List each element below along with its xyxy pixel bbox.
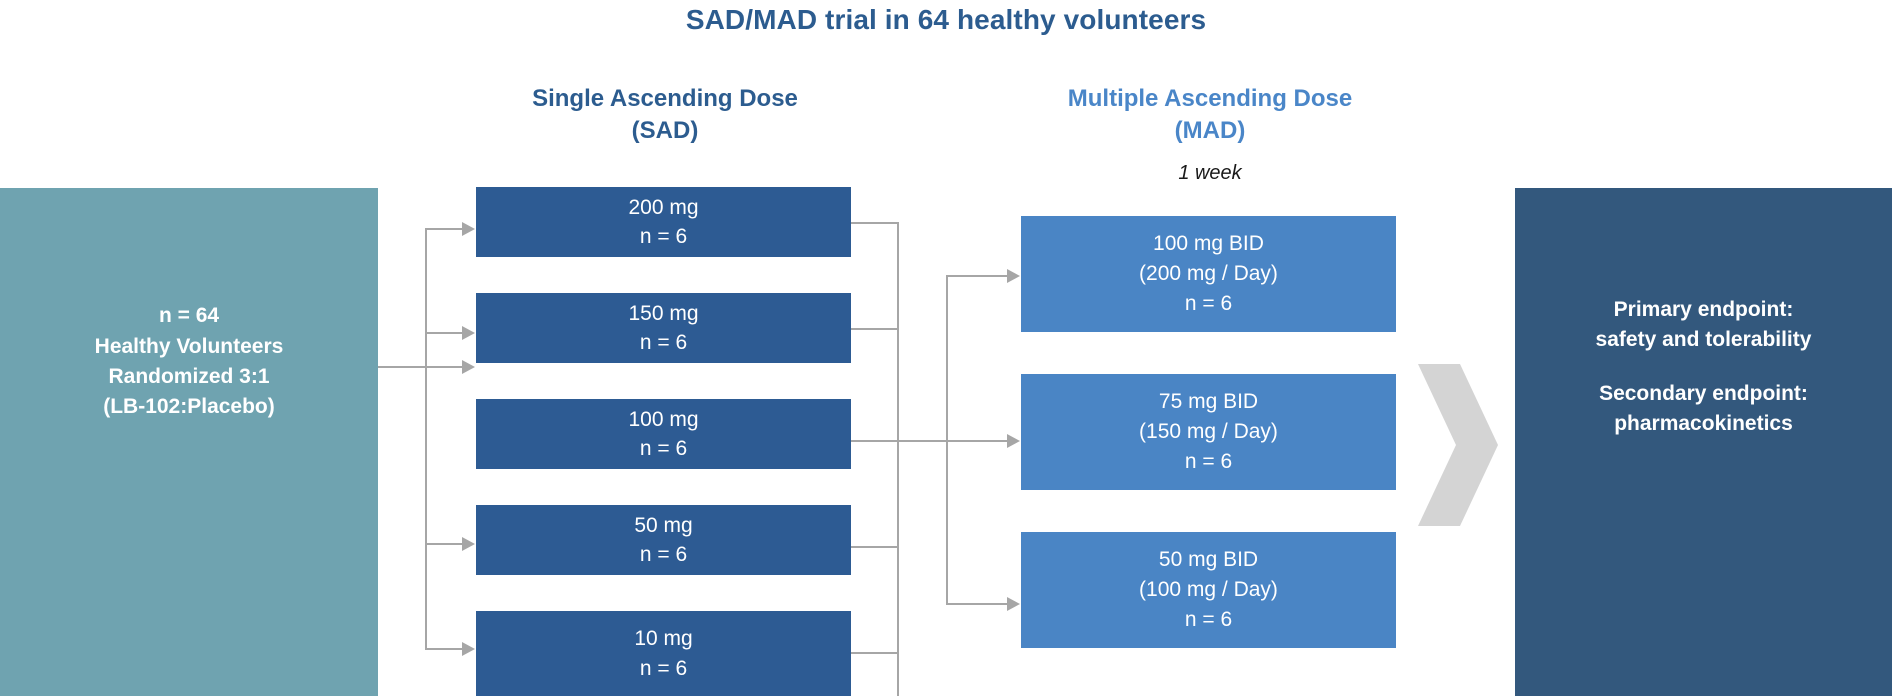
mad-cohort-dose: 50 mg BID xyxy=(1158,548,1259,572)
mad-cohort-dose: 75 mg BID xyxy=(1158,390,1259,414)
primary-endpoint-label: Primary endpoint: xyxy=(1613,298,1794,322)
secondary-endpoint-label: Secondary endpoint: xyxy=(1599,382,1808,405)
connector-sad-out-5 xyxy=(851,652,899,654)
mad-cohort-box: 100 mg BID (200 mg / Day) n = 6 xyxy=(1021,216,1396,332)
primary-endpoint-value: safety and tolerability xyxy=(1595,328,1812,352)
connector-sad-arrow-1 xyxy=(462,222,475,236)
sad-cohort-box: 150 mg n = 6 xyxy=(476,293,851,363)
mad-column-title: Multiple Ascending Dose (MAD) xyxy=(930,83,1490,146)
sad-column-title: Single Ascending Dose (SAD) xyxy=(400,83,930,146)
sad-cohort-box: 100 mg n = 6 xyxy=(476,399,851,469)
sad-cohort-box: 50 mg n = 6 xyxy=(476,505,851,575)
sad-cohort-n: n = 6 xyxy=(639,543,688,566)
connector-enroll-stem xyxy=(378,366,426,368)
connector-sad-branch-5 xyxy=(425,648,463,650)
connector-mad-branch-1 xyxy=(946,275,1008,277)
mad-cohort-daily: (100 mg / Day) xyxy=(1139,578,1278,602)
sad-title-line2: (SAD) xyxy=(631,116,699,144)
enrollment-box: n = 64 Healthy Volunteers Randomized 3:1… xyxy=(0,188,378,696)
connector-sad-branch-3 xyxy=(425,366,463,368)
sad-cohort-dose: 50 mg xyxy=(634,513,693,537)
mad-title-line2: (MAD) xyxy=(1174,116,1246,144)
mad-cohort-n: n = 6 xyxy=(1184,449,1233,473)
connector-mad-branch-2 xyxy=(946,440,1008,442)
connector-sad-branch-2 xyxy=(425,332,463,334)
sad-cohort-box: 200 mg n = 6 xyxy=(476,187,851,257)
connector-sad-trunk xyxy=(425,228,427,648)
secondary-endpoint-value: pharmacokinetics xyxy=(1614,411,1793,435)
connector-merge-trunk xyxy=(897,222,899,696)
sad-cohort-dose: 200 mg xyxy=(628,195,699,219)
connector-mad-arrow-3 xyxy=(1007,597,1020,611)
connector-sad-out-4 xyxy=(851,546,899,548)
mad-title-line1: Multiple Ascending Dose xyxy=(1067,85,1353,112)
mad-duration-note: 1 week xyxy=(1178,162,1242,184)
connector-mad-arrow-2 xyxy=(1007,434,1020,448)
sad-cohort-box: 10 mg n = 6 xyxy=(476,611,851,696)
sad-cohort-n: n = 6 xyxy=(639,225,688,248)
enrollment-line-3: Randomized 3:1 xyxy=(108,365,270,388)
sad-cohort-n: n = 6 xyxy=(639,656,688,680)
endpoints-box: Primary endpoint: safety and tolerabilit… xyxy=(1515,188,1892,696)
sad-cohort-dose: 100 mg xyxy=(628,407,699,431)
mad-cohort-n: n = 6 xyxy=(1184,607,1233,631)
chevron-right-icon xyxy=(1418,364,1498,526)
connector-sad-arrow-3 xyxy=(462,360,475,374)
connector-sad-out-3 xyxy=(851,440,899,442)
connector-sad-branch-1 xyxy=(425,228,463,230)
connector-sad-branch-4 xyxy=(425,543,463,545)
sad-cohort-n: n = 6 xyxy=(639,331,688,354)
mad-cohort-daily: (200 mg / Day) xyxy=(1139,262,1278,286)
mad-cohort-box: 50 mg BID (100 mg / Day) n = 6 xyxy=(1021,532,1396,648)
connector-sad-arrow-2 xyxy=(462,326,475,340)
sad-title-line1: Single Ascending Dose xyxy=(532,85,798,112)
connector-sad-arrow-5 xyxy=(462,642,475,656)
mad-cohort-box: 75 mg BID (150 mg / Day) n = 6 xyxy=(1021,374,1396,490)
page-title: SAD/MAD trial in 64 healthy volunteers xyxy=(685,4,1207,35)
sad-cohort-dose: 150 mg xyxy=(628,301,699,325)
mad-cohort-daily: (150 mg / Day) xyxy=(1139,420,1278,444)
connector-mad-arrow-1 xyxy=(1007,269,1020,283)
connector-sad-out-2 xyxy=(851,328,899,330)
mad-cohort-n: n = 6 xyxy=(1184,291,1233,315)
enrollment-line-1: n = 64 xyxy=(158,304,220,328)
sad-cohort-n: n = 6 xyxy=(639,437,688,460)
enrollment-line-4: (LB-102:Placebo) xyxy=(103,395,275,419)
connector-sad-out-1 xyxy=(851,222,899,224)
connector-sad-arrow-4 xyxy=(462,537,475,551)
mad-cohort-dose: 100 mg BID xyxy=(1153,232,1264,256)
sad-cohort-dose: 10 mg xyxy=(634,627,693,651)
enrollment-line-2: Healthy Volunteers xyxy=(94,334,284,358)
connector-mad-branch-3 xyxy=(946,603,1008,605)
